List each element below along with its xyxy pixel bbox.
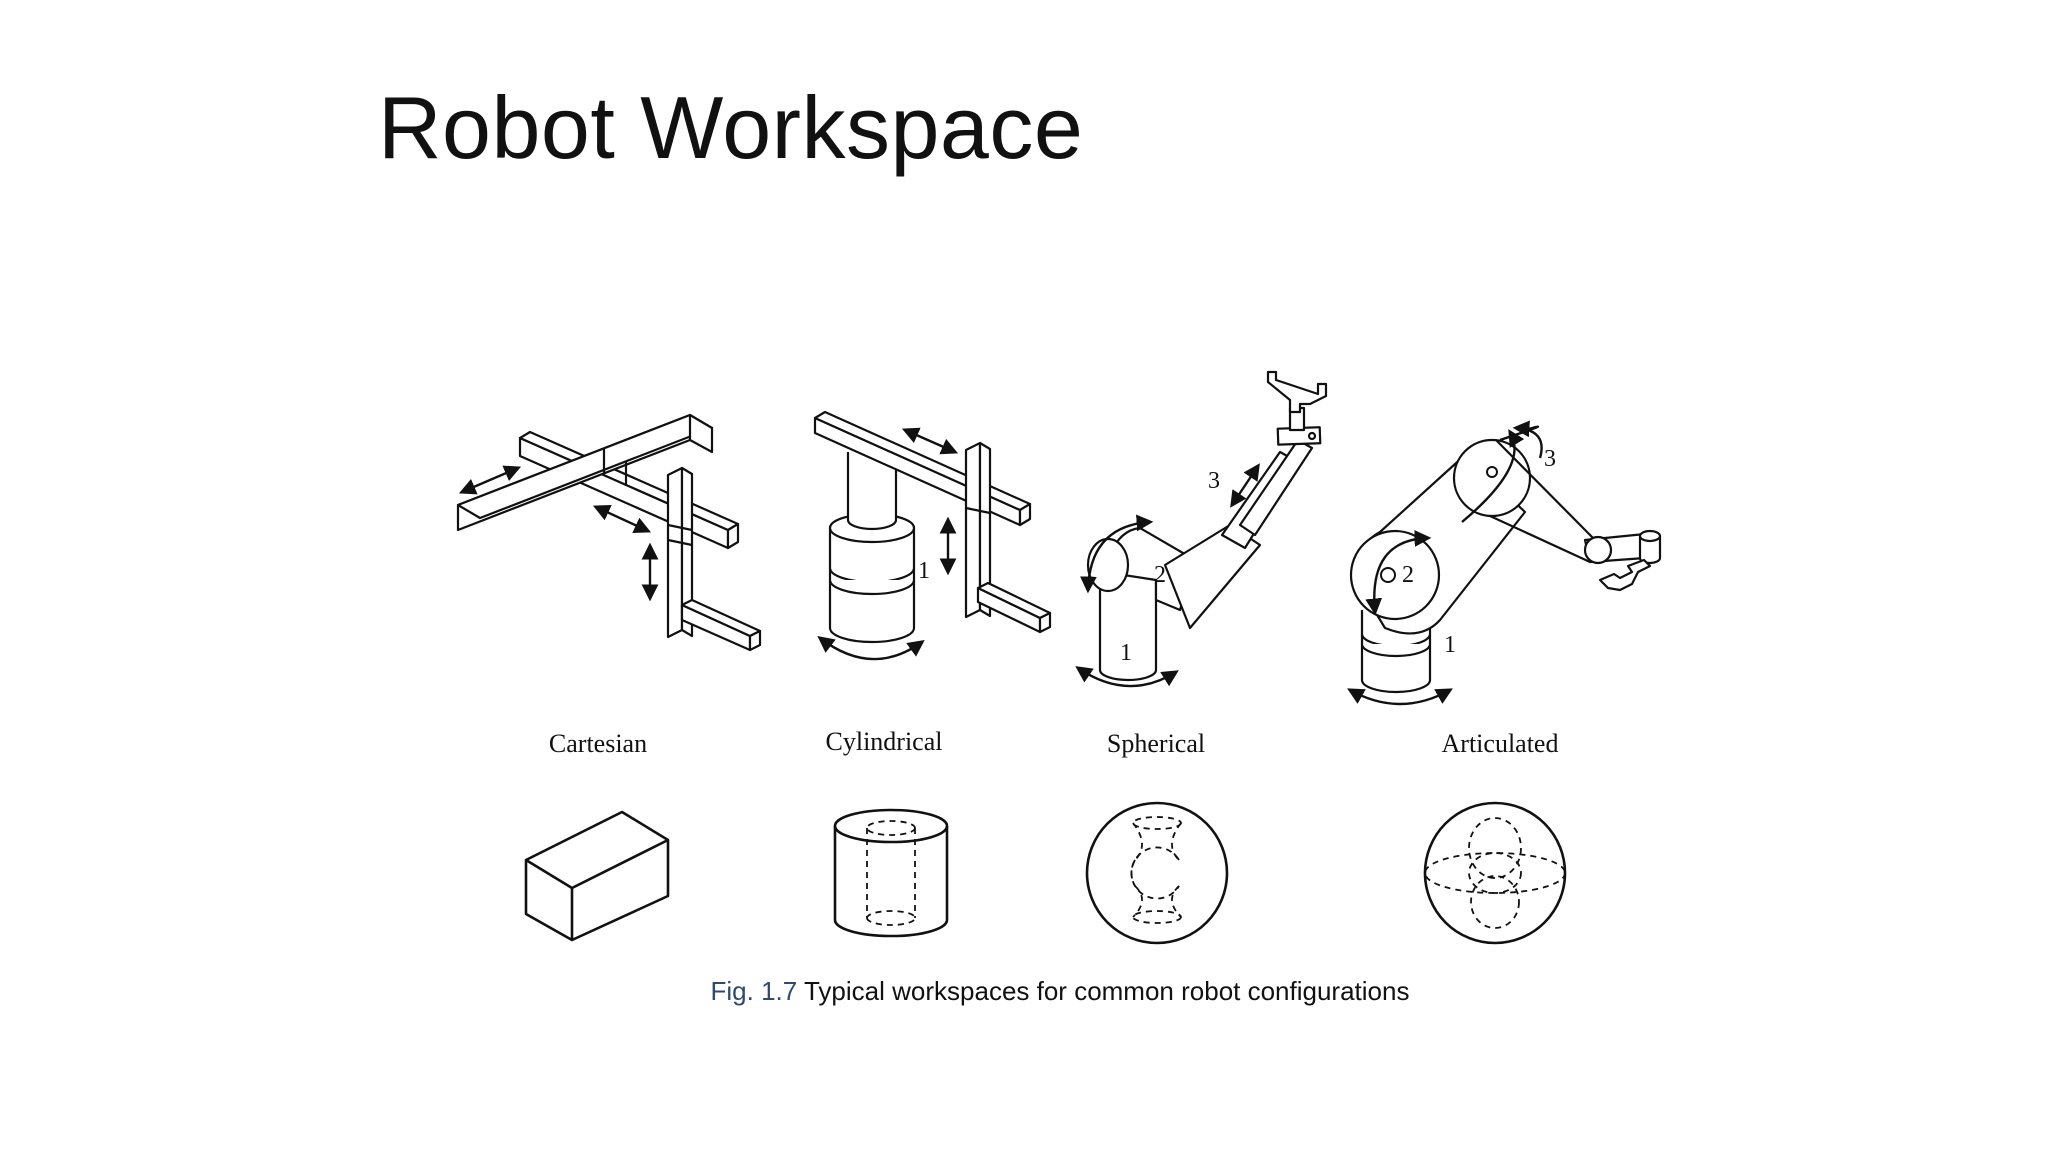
spherical-motion-arrows xyxy=(1075,463,1260,688)
spherical-robot-drawing xyxy=(1086,370,1328,682)
config-label-articulated: Articulated xyxy=(1442,729,1559,758)
cartesian-robot-drawing xyxy=(456,413,762,652)
config-label-spherical: Spherical xyxy=(1107,729,1205,758)
config-label-cartesian: Cartesian xyxy=(549,729,647,758)
cylindrical-workspace-shape xyxy=(833,808,949,938)
cylindrical-robot-drawing xyxy=(813,410,1052,644)
articulated-workspace-shape xyxy=(1423,801,1567,945)
articulated-robot-drawing xyxy=(1349,438,1662,694)
config-label-cylindrical: Cylindrical xyxy=(826,727,943,756)
articulated-motion-arrows xyxy=(1347,420,1543,706)
spherical-joint-2-label: 2 xyxy=(1154,562,1166,588)
cylindrical-motion-arrows xyxy=(817,427,959,661)
articulated-joint-3-label: 3 xyxy=(1544,446,1556,472)
figure-caption-text: Typical workspaces for common robot conf… xyxy=(803,976,1410,1006)
spherical-joint-1-label: 1 xyxy=(1120,640,1132,666)
articulated-joint-2-label: 2 xyxy=(1402,562,1414,588)
cylindrical-joint-1-label: 1 xyxy=(918,558,930,584)
slide-title: Robot Workspace xyxy=(378,78,1084,177)
figure-caption: Fig. 1.7 Typical workspaces for common r… xyxy=(0,976,2048,1007)
spherical-workspace-shape xyxy=(1085,801,1229,945)
spherical-joint-3-label: 3 xyxy=(1208,468,1220,494)
cartesian-workspace-box xyxy=(524,810,670,942)
articulated-joint-1-label: 1 xyxy=(1444,632,1456,658)
figure-number: Fig. 1.7 xyxy=(710,976,798,1006)
cartesian-motion-arrows xyxy=(458,465,659,602)
